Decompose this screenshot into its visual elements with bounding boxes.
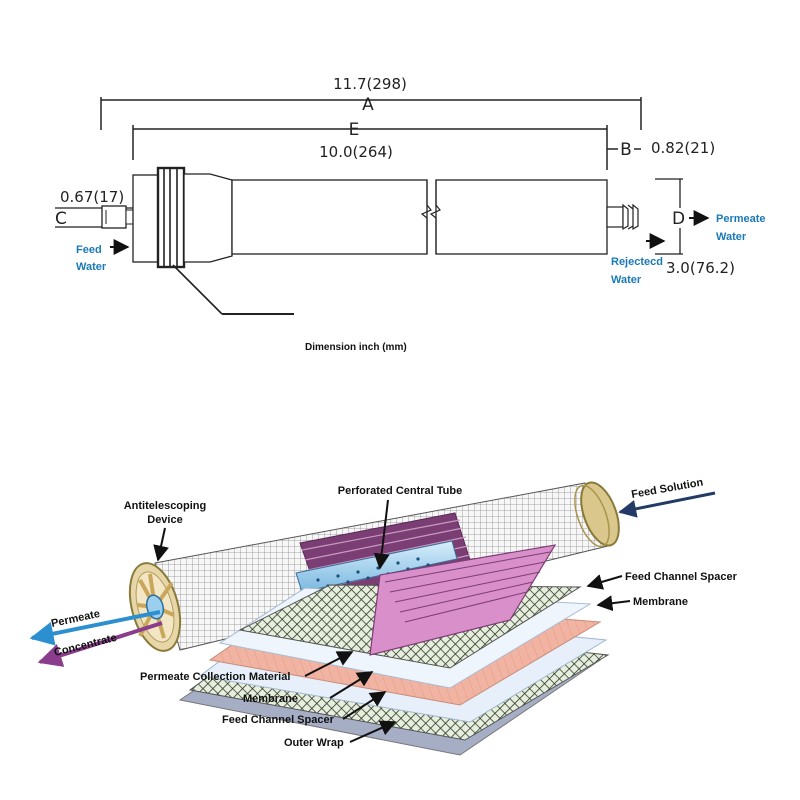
dim-d-label: D xyxy=(672,209,685,229)
permeate-flow-arrow-icon xyxy=(29,610,161,646)
permeate-water-label-1: Permeate xyxy=(716,213,766,225)
feed-channel-spacer-right-label: Feed Channel Spacer xyxy=(625,571,738,583)
dim-b-label: B xyxy=(620,140,632,160)
membrane-right-label: Membrane xyxy=(633,596,688,608)
overall-dimension: 11.7(298) xyxy=(333,75,407,93)
membrane-layers xyxy=(178,544,610,756)
rejected-water-label-2: Water xyxy=(611,274,642,286)
antitelescoping-label-1: Antitelescoping xyxy=(124,500,207,512)
antitelescoping-pointer-icon xyxy=(153,527,169,562)
feed-water-label-1: Feed xyxy=(76,244,102,256)
b-dimension: 0.82(21) xyxy=(651,139,715,157)
permeate-collection-label: Permeate Collection Material xyxy=(140,671,290,683)
outer-wrap-pointer-icon xyxy=(349,720,397,743)
cutaway-diagram: Antitelescoping Device Perforated Centra… xyxy=(29,476,738,756)
concentrate-label: Concentrate xyxy=(53,632,118,659)
outer-wrap-label: Outer Wrap xyxy=(284,737,344,749)
feed-channel-spacer-left-label: Feed Channel Spacer xyxy=(222,714,335,726)
body-dimension: 10.0(264) xyxy=(319,143,393,161)
membrane-left-label: Membrane xyxy=(243,693,298,705)
antitelescoping-label-2: Device xyxy=(147,514,182,526)
dim-a-label: A xyxy=(362,95,374,115)
d-dimension: 3.0(76.2) xyxy=(666,259,735,277)
dim-e-label: E xyxy=(349,120,360,140)
feed-channel-spacer-left-pointer-icon xyxy=(342,691,387,720)
dimension-caption: Dimension inch (mm) xyxy=(305,342,407,353)
perforated-tube-pointer-icon xyxy=(373,499,390,570)
membrane-housing xyxy=(101,166,639,315)
membrane-right-pointer-icon xyxy=(596,595,631,612)
permeate-water-label-2: Water xyxy=(716,231,747,243)
membrane-left-pointer-icon xyxy=(329,671,374,699)
dim-c-label: C xyxy=(55,209,67,229)
c-dimension: 0.67(17) xyxy=(60,188,124,206)
perforated-tube-label: Perforated Central Tube xyxy=(338,485,463,497)
feed-channel-spacer-right-pointer-icon xyxy=(586,574,623,590)
concentrate-flow-arrow-icon xyxy=(37,621,163,667)
feed-solution-arrow-icon xyxy=(618,491,716,518)
rejected-water-label-1: Rejectecd xyxy=(611,256,663,268)
dimension-drawing: 11.7(298) A E 10.0(264) B 0.82(21) 0.67(… xyxy=(55,75,766,353)
feed-water-label-2: Water xyxy=(76,261,107,273)
permeate-collection-pointer-icon xyxy=(304,651,354,677)
